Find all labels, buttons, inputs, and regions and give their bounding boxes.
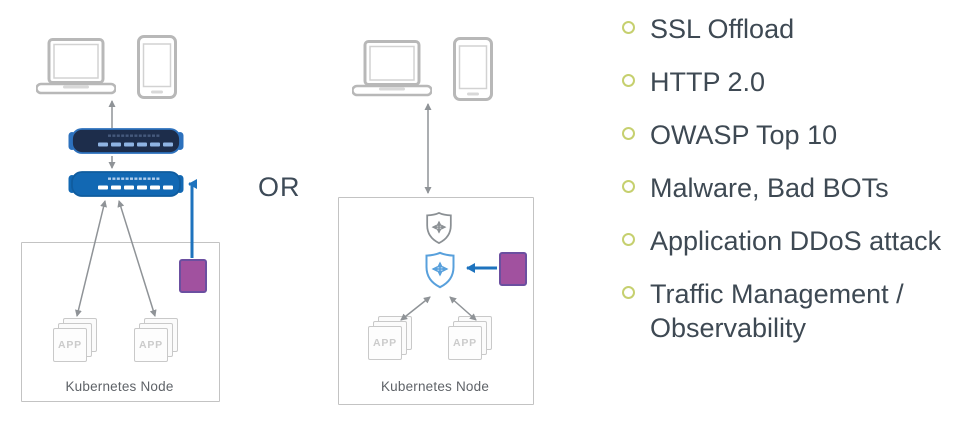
app-label: APP [453, 337, 477, 349]
feature-label: OWASP Top 10 [650, 120, 838, 150]
adc-appliance-blue-icon [68, 171, 184, 197]
feature-item: HTTP 2.0 [622, 65, 970, 99]
kubernetes-node-box-middle [338, 197, 534, 405]
feature-item: OWASP Top 10 [622, 118, 970, 152]
pod-layer: APP [134, 328, 168, 362]
feature-item: Application DDoS attack [622, 224, 970, 258]
phone-icon [137, 35, 177, 104]
circle-bullet-icon [622, 74, 635, 87]
circle-bullet-icon [622, 21, 635, 34]
app-label: APP [139, 339, 163, 351]
phone-icon [453, 37, 493, 106]
features-list: SSL Offload HTTP 2.0 OWASP Top 10 Malwar… [622, 12, 970, 364]
app-pod-stack: APP [368, 316, 416, 364]
feature-label: SSL Offload [650, 14, 795, 44]
feature-item: Malware, Bad BOTs [622, 171, 970, 205]
shield-lb-gray-icon [425, 211, 453, 250]
app-pod-stack: APP [448, 316, 496, 364]
feature-label: HTTP 2.0 [650, 67, 766, 97]
app-pod-stack: APP [134, 318, 182, 366]
kubernetes-node-label-middle: Kubernetes Node [380, 379, 490, 394]
or-label: OR [258, 172, 301, 202]
circle-bullet-icon [622, 286, 635, 299]
controller-box-left [179, 259, 207, 293]
pod-layer: APP [448, 326, 482, 360]
circle-bullet-icon [622, 180, 635, 193]
feature-label: Application DDoS attack [650, 226, 942, 256]
feature-item: SSL Offload [622, 12, 970, 46]
circle-bullet-icon [622, 233, 635, 246]
controller-box-middle [499, 252, 527, 286]
pod-layer: APP [53, 328, 87, 362]
laptop-icon [35, 38, 117, 101]
circle-bullet-icon [622, 127, 635, 140]
app-label: APP [58, 339, 82, 351]
app-pod-stack: APP [53, 318, 101, 366]
feature-label: Traffic Management / Observability [650, 279, 904, 343]
kubernetes-node-label-left: Kubernetes Node [65, 379, 174, 394]
laptop-icon [351, 40, 433, 103]
feature-item: Traffic Management / Observability [622, 277, 970, 345]
shield-lb-blue-icon [424, 251, 456, 294]
adc-appliance-dark-icon [68, 128, 184, 154]
app-label: APP [373, 337, 397, 349]
pod-layer: APP [368, 326, 402, 360]
feature-label: Malware, Bad BOTs [650, 173, 889, 203]
